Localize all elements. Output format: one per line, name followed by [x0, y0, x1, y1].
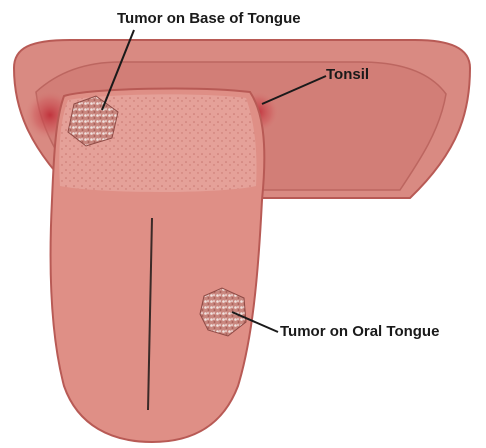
label-tumor-oral: Tumor on Oral Tongue	[280, 323, 439, 341]
label-tumor-base: Tumor on Base of Tongue	[117, 10, 301, 28]
label-tonsil: Tonsil	[326, 66, 369, 84]
